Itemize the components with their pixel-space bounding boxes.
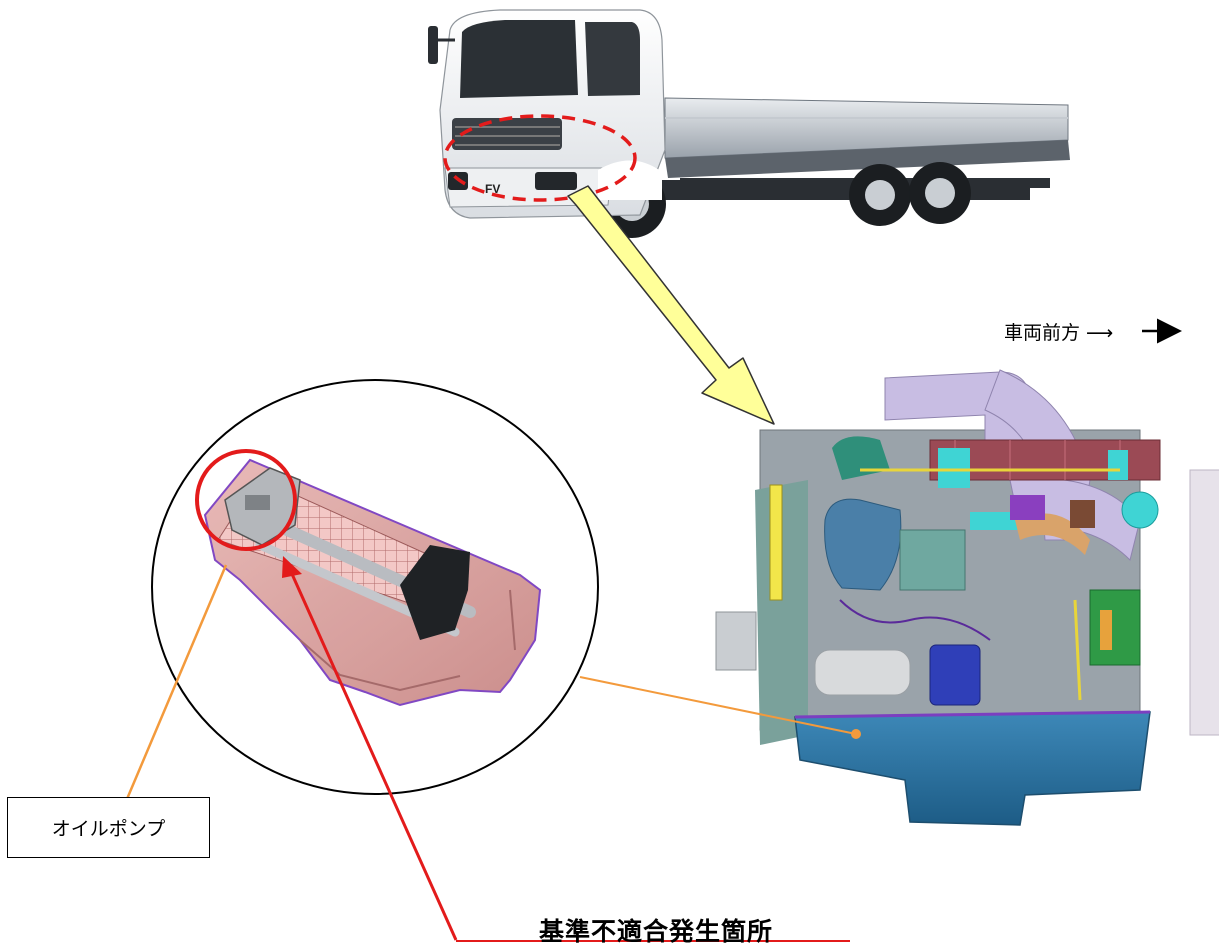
oil-pump-callout-box: オイルポンプ bbox=[7, 797, 210, 858]
defect-arrow-head bbox=[282, 556, 302, 578]
engine-oil-pan bbox=[794, 711, 1151, 826]
oil-pan-closeup bbox=[151, 379, 599, 795]
closeup-to-engine-leader bbox=[579, 676, 857, 735]
defect-highlight-circle bbox=[195, 449, 297, 551]
oil-pump-label: オイルポンプ bbox=[51, 818, 166, 840]
truck-front-highlight bbox=[443, 114, 637, 202]
truck-cab: FV bbox=[428, 9, 666, 219]
truck-rear-wheels bbox=[849, 162, 971, 226]
truck-image: FV bbox=[428, 9, 1070, 238]
defect-location-label: 基準不適合発生箇所 bbox=[539, 917, 774, 946]
truck-badge: FV bbox=[485, 182, 500, 196]
zoom-arrow bbox=[567, 185, 775, 425]
engine-image bbox=[715, 369, 1219, 826]
oil-pump-leader bbox=[125, 564, 228, 800]
engine-flywheel bbox=[1189, 469, 1219, 736]
defect-arrow-line bbox=[290, 573, 458, 941]
vehicle-front-direction-label: 車両前方 ⟶ bbox=[1004, 322, 1114, 344]
